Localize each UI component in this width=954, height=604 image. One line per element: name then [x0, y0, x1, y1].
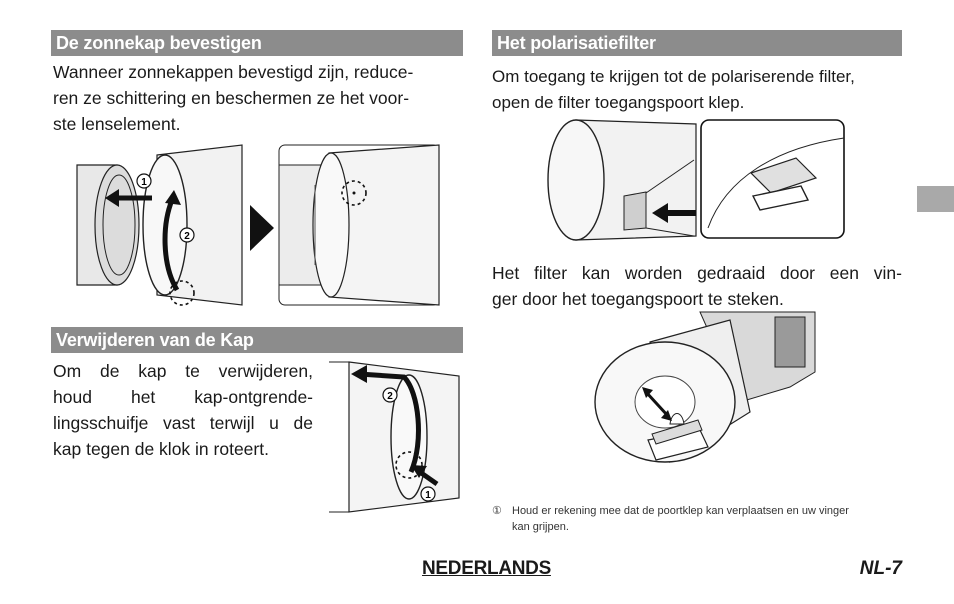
section-heading-polarizer: Het polarisatiefilter	[492, 30, 902, 56]
footer-page-number: NL-7	[859, 558, 902, 579]
section-heading-hood-attach: De zonnekap bevestigen	[51, 30, 463, 56]
hood-remove-text: Om de kap te verwijderen, houd het kap-o…	[53, 358, 313, 462]
polarizer-port-illustration	[547, 119, 845, 241]
next-step-arrow-icon	[250, 205, 274, 251]
polarizer-access-line-2: open de filter toegangspoort klep.	[492, 93, 745, 112]
callout-1-remove: 1	[425, 490, 431, 501]
polarizer-rotate-text: Het filter kan worden gedraaid door een …	[492, 260, 902, 312]
polarizer-note-line-2: kan grijpen.	[512, 521, 569, 533]
note-icon: ①	[492, 505, 502, 517]
polarizer-access-line-1: Om toegang te krijgen tot de polariseren…	[492, 67, 855, 86]
hood-attach-illustration-1: 1 2	[76, 144, 243, 306]
hood-attach-text: Wanneer zonnekappen bevestigd zijn, redu…	[53, 59, 463, 137]
callout-2: 2	[184, 231, 190, 242]
polarizer-rotate-illustration	[594, 311, 816, 463]
hood-attach-line-1: Wanneer zonnekappen bevestigd zijn, redu…	[53, 62, 414, 82]
polarizer-access-text: Om toegang te krijgen tot de polariseren…	[492, 64, 904, 116]
callout-1: 1	[141, 177, 147, 188]
hood-attach-line-3: ste lenselement.	[53, 114, 181, 134]
hood-remove-line-3: lingsschuifje vast terwijl u de	[53, 413, 313, 433]
polarizer-rotate-line-2: ger door het toegangspoort te steken.	[492, 289, 784, 309]
polarizer-note: Houd er rekening mee dat de poortklep ka…	[512, 503, 904, 535]
hood-remove-line-2: houd het kap-ontgrende-	[53, 387, 313, 407]
footer-language: NEDERLANDS	[422, 558, 551, 579]
hood-remove-illustration: 2 1	[329, 361, 460, 513]
callout-2-remove: 2	[387, 391, 393, 402]
hood-attach-illustration-2	[278, 144, 440, 306]
polarizer-note-line-1: Houd er rekening mee dat de poortklep ka…	[512, 505, 849, 517]
polarizer-rotate-line-1: Het filter kan worden gedraaid door een …	[492, 263, 902, 283]
section-heading-hood-remove: Verwijderen van de Kap	[51, 327, 463, 353]
hood-attach-line-2: ren ze schittering en beschermen ze het …	[53, 88, 410, 108]
hood-remove-line-1: Om de kap te verwijderen,	[53, 361, 313, 381]
chapter-thumb-tab	[917, 186, 954, 212]
hood-remove-line-4: kap tegen de klok in roteert.	[53, 439, 269, 459]
